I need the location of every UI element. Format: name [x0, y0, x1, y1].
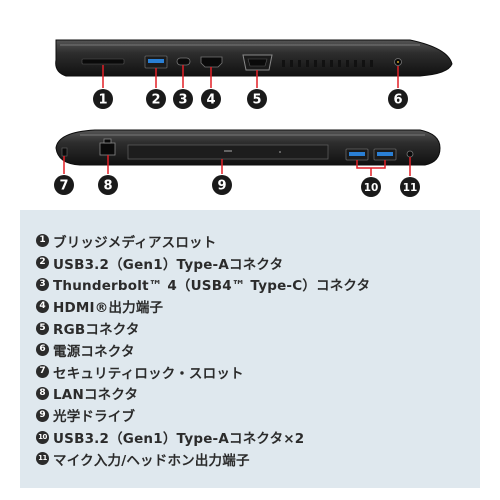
usb-a-port-right-1 — [345, 148, 369, 161]
left-side-view — [55, 39, 453, 77]
legend-number-badge: 1 — [36, 234, 49, 248]
legend-item: 9 光学ドライブ — [36, 404, 480, 426]
legend-item: 1 ブリッジメディアスロット — [36, 230, 480, 252]
callout-badge-11: 11 — [400, 177, 420, 197]
callout-badge-2: 2 — [146, 89, 166, 109]
svg-text:10: 10 — [364, 182, 379, 194]
legend-item-text: RGBコネクタ — [53, 322, 140, 339]
callout-badge-8: 8 — [98, 175, 118, 195]
legend-number-badge: 4 — [36, 299, 49, 313]
callout-badge-9: 9 — [212, 175, 232, 195]
callout-badge-3: 3 — [173, 89, 193, 109]
callout-badge-5: 5 — [247, 89, 267, 109]
legend-item: 6 電源コネクタ — [36, 339, 480, 361]
legend-item-text: マイク入力/ヘッドホン出力端子 — [53, 452, 250, 469]
callout-badge-1: 1 — [93, 89, 113, 109]
legend-number-badge: 9 — [36, 408, 49, 422]
svg-text:4: 4 — [206, 93, 215, 108]
vent-grille — [282, 60, 373, 67]
legend-item-text: 電源コネクタ — [53, 343, 135, 360]
legend-item: 3 Thunderbolt™ 4（USB4™ Type-C）コネクタ — [36, 274, 480, 296]
svg-text:8: 8 — [103, 179, 112, 194]
svg-text:7: 7 — [59, 179, 68, 194]
legend-item-text: セキュリティロック・スロット — [53, 365, 244, 382]
thunderbolt-port — [176, 57, 191, 66]
legend-item: 4 HDMI®出力端子 — [36, 295, 480, 317]
legend-number-badge: 2 — [36, 256, 49, 270]
legend-item: 2 USB3.2（Gen1）Type-Aコネクタ — [36, 252, 480, 274]
svg-text:11: 11 — [403, 182, 418, 194]
callout-badges: 1 2 3 4 5 6 7 8 9 10 11 — [54, 89, 420, 197]
usb-a-port-left — [144, 55, 168, 69]
svg-text:9: 9 — [217, 179, 226, 194]
legend-item-text: USB3.2（Gen1）Type-Aコネクタ — [53, 256, 284, 273]
callout-badge-4: 4 — [201, 89, 221, 109]
svg-text:3: 3 — [178, 93, 187, 108]
legend-item: 5 RGBコネクタ — [36, 317, 480, 339]
legend-item: 8 LANコネクタ — [36, 383, 480, 405]
legend-item: 10 USB3.2（Gen1）Type-Aコネクタ×2 — [36, 426, 480, 448]
laptop-side-views-figure: 1 2 3 4 5 6 7 8 9 10 11 — [54, 39, 453, 197]
legend-number-badge: 10 — [36, 430, 49, 444]
legend-number-badge: 5 — [36, 321, 49, 335]
optical-drive — [127, 144, 329, 160]
power-connector — [394, 58, 402, 66]
rgb-port — [242, 54, 273, 71]
legend-number-badge: 6 — [36, 343, 49, 357]
legend-item-text: HDMI®出力端子 — [53, 300, 164, 317]
legend-item-text: USB3.2（Gen1）Type-Aコネクタ×2 — [53, 431, 305, 448]
legend-item-text: ブリッジメディアスロット — [53, 234, 217, 251]
callout-badge-6: 6 — [388, 89, 408, 109]
svg-text:2: 2 — [151, 93, 160, 108]
callout-lines — [63, 65, 411, 176]
usb-a-port-right-2 — [373, 148, 397, 161]
svg-text:6: 6 — [393, 93, 402, 108]
legend-item: 11 マイク入力/ヘッドホン出力端子 — [36, 448, 480, 470]
security-lock-slot — [61, 147, 68, 157]
callout-badge-10: 10 — [361, 177, 381, 197]
audio-jack — [406, 150, 414, 158]
bridge-media-slot — [81, 58, 125, 65]
legend-item-text: Thunderbolt™ 4（USB4™ Type-C）コネクタ — [53, 278, 371, 295]
legend-number-badge: 8 — [36, 386, 49, 400]
legend-item-text: LANコネクタ — [53, 387, 139, 404]
legend-number-badge: 7 — [36, 365, 49, 379]
hdmi-port — [200, 56, 223, 68]
legend-number-badge: 3 — [36, 277, 49, 291]
svg-text:5: 5 — [252, 93, 261, 108]
legend-number-badge: 11 — [36, 452, 49, 466]
legend-item-text: 光学ドライブ — [53, 409, 136, 426]
svg-text:1: 1 — [98, 93, 107, 108]
legend-item: 7 セキュリティロック・スロット — [36, 361, 480, 383]
right-side-view — [55, 129, 441, 166]
callout-badge-7: 7 — [54, 175, 74, 195]
